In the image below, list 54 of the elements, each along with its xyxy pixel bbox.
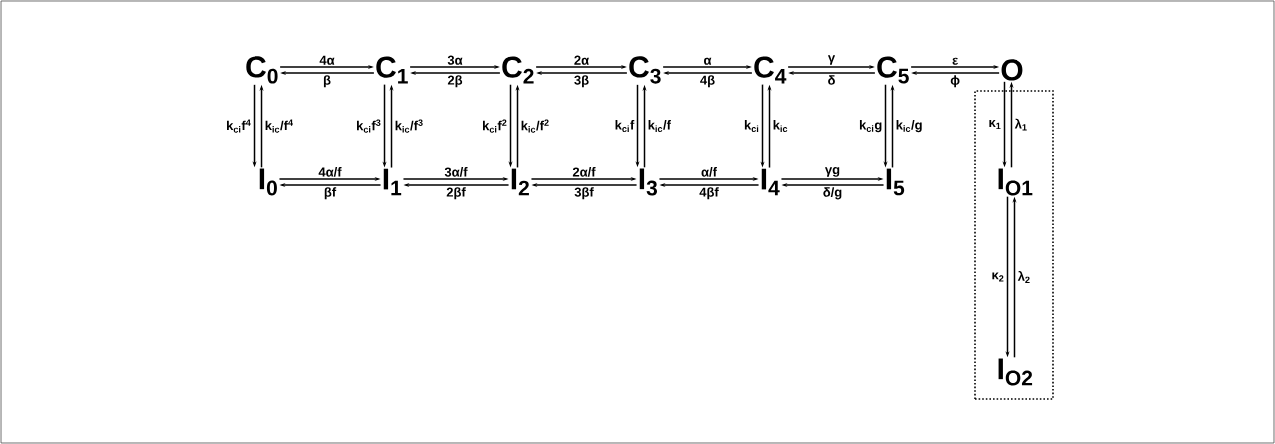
state-symbol: I$_{1}$ — [383, 168, 402, 196]
rate-label: λ$_{2}$ — [1017, 271, 1030, 283]
rate-label: β — [323, 75, 331, 88]
rate-label: κ$_{1}$ — [989, 120, 1001, 130]
state-symbol: C$_{0}$ — [246, 56, 278, 84]
state-symbol: I$_{O1}$ — [998, 168, 1033, 196]
rate-label: k$_{ic}$/f — [648, 120, 671, 133]
rate-label: 2α/f — [572, 167, 596, 177]
state-symbol: I$_{3}$ — [639, 168, 657, 196]
rate-label: k$_{ci}$f — [615, 120, 635, 133]
rate-label: ε — [952, 57, 958, 65]
state-symbol: C$_{5}$ — [877, 56, 909, 84]
rate-label: κ$_{2}$ — [992, 272, 1004, 282]
rate-label: 3α — [447, 55, 463, 65]
rate-label: 3βf — [574, 187, 594, 200]
state-symbol: C$_{3}$ — [629, 56, 661, 84]
rate-label: k$_{ci}$f$^{2}$ — [483, 119, 507, 133]
rate-label: k$_{ic}$/g — [896, 120, 922, 133]
rate-label: γ — [827, 55, 836, 65]
rate-label: 2βf — [446, 187, 466, 200]
rate-label: 4α — [319, 55, 335, 65]
rate-label: α/f — [701, 167, 717, 177]
rate-label: 4βf — [699, 187, 719, 200]
dotted-box — [974, 90, 1054, 400]
rate-label: 4β — [700, 75, 715, 88]
rate-label: βf — [324, 187, 337, 200]
rate-label: δ/g — [823, 187, 842, 200]
rate-label: k$_{ic}$/f$^{4}$ — [265, 119, 293, 133]
state-symbol: C$_{1}$ — [376, 56, 408, 84]
rate-label: λ$_{1}$ — [1014, 118, 1027, 131]
rate-label: 3α/f — [444, 167, 468, 177]
rate-label: 4α/f — [318, 167, 342, 177]
rate-label: k$_{ci}$f$^{4}$ — [227, 119, 251, 133]
state-symbol: I$_{2}$ — [511, 168, 529, 196]
state-symbol: I$_{O2}$ — [998, 358, 1033, 386]
rate-label: 2β — [447, 75, 463, 88]
state-symbol: I$_{5}$ — [886, 168, 905, 196]
rate-label: ϕ — [950, 75, 960, 88]
rate-label: k$_{ci}$ — [744, 120, 759, 133]
rate-label: k$_{ci}$f$^{3}$ — [357, 119, 381, 133]
state-symbol: C$_{4}$ — [754, 56, 787, 84]
rate-label: δ — [828, 75, 835, 85]
state-symbol: I$_{4}$ — [761, 168, 780, 196]
rate-label: k$_{ci}$g — [859, 120, 882, 133]
rate-label: 2α — [574, 55, 589, 65]
rate-label: k$_{ic}$/f$^{2}$ — [521, 119, 549, 133]
state-symbol: C$_{2}$ — [502, 56, 534, 84]
rate-label: k$_{ic}$ — [773, 120, 788, 133]
state-symbol: O — [1001, 59, 1023, 81]
state-symbol: I$_{0}$ — [259, 168, 277, 196]
rate-label: α — [704, 57, 712, 65]
rate-label: γg — [824, 167, 840, 177]
rate-label: k$_{ic}$/f$^{3}$ — [395, 119, 423, 133]
rate-label: 3β — [574, 75, 589, 88]
